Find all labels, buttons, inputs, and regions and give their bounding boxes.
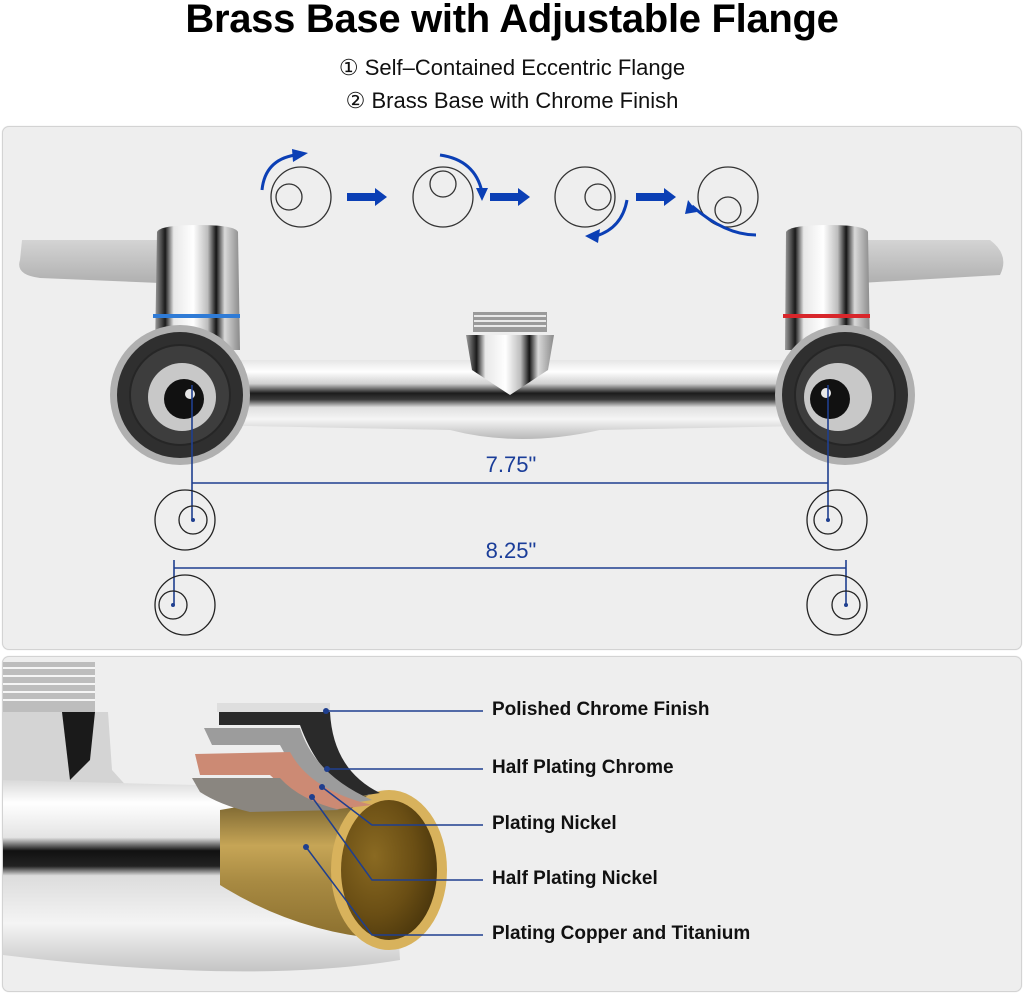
feature-brass-base: ② Brass Base with Chrome Finish	[345, 88, 679, 113]
layer-label-half-plating-chrome: Half Plating Chrome	[492, 757, 674, 778]
faucet-body	[19, 225, 1004, 465]
page-title: Brass Base with Adjustable Flange	[185, 0, 839, 41]
hot-indicator-band	[783, 314, 870, 318]
leader-lines	[305, 710, 483, 936]
dimension-8-25: 8.25"	[485, 538, 537, 563]
layer-label-copper-titanium: Plating Copper and Titanium	[492, 923, 751, 944]
layer-label-half-plating-nickel: Half Plating Nickel	[492, 868, 658, 889]
dimension-lines	[173, 385, 847, 605]
feature-eccentric-flange: ① Self–Contained Eccentric Flange	[338, 55, 686, 80]
flange-offset-circles	[154, 489, 868, 636]
pipe-fitting	[3, 662, 447, 972]
dimension-7-75: 7.75"	[485, 452, 537, 477]
cold-indicator-band	[153, 314, 240, 318]
rotation-sequence	[270, 166, 759, 228]
plating-layer-sheets	[192, 703, 380, 812]
rotation-arrows-icon	[260, 153, 757, 238]
layer-label-plating-nickel: Plating Nickel	[492, 813, 617, 834]
arrow-heads-icon	[292, 149, 697, 243]
left-lever	[19, 240, 160, 283]
right-lever	[860, 240, 1004, 283]
layer-label-polished-chrome: Polished Chrome Finish	[492, 699, 710, 720]
